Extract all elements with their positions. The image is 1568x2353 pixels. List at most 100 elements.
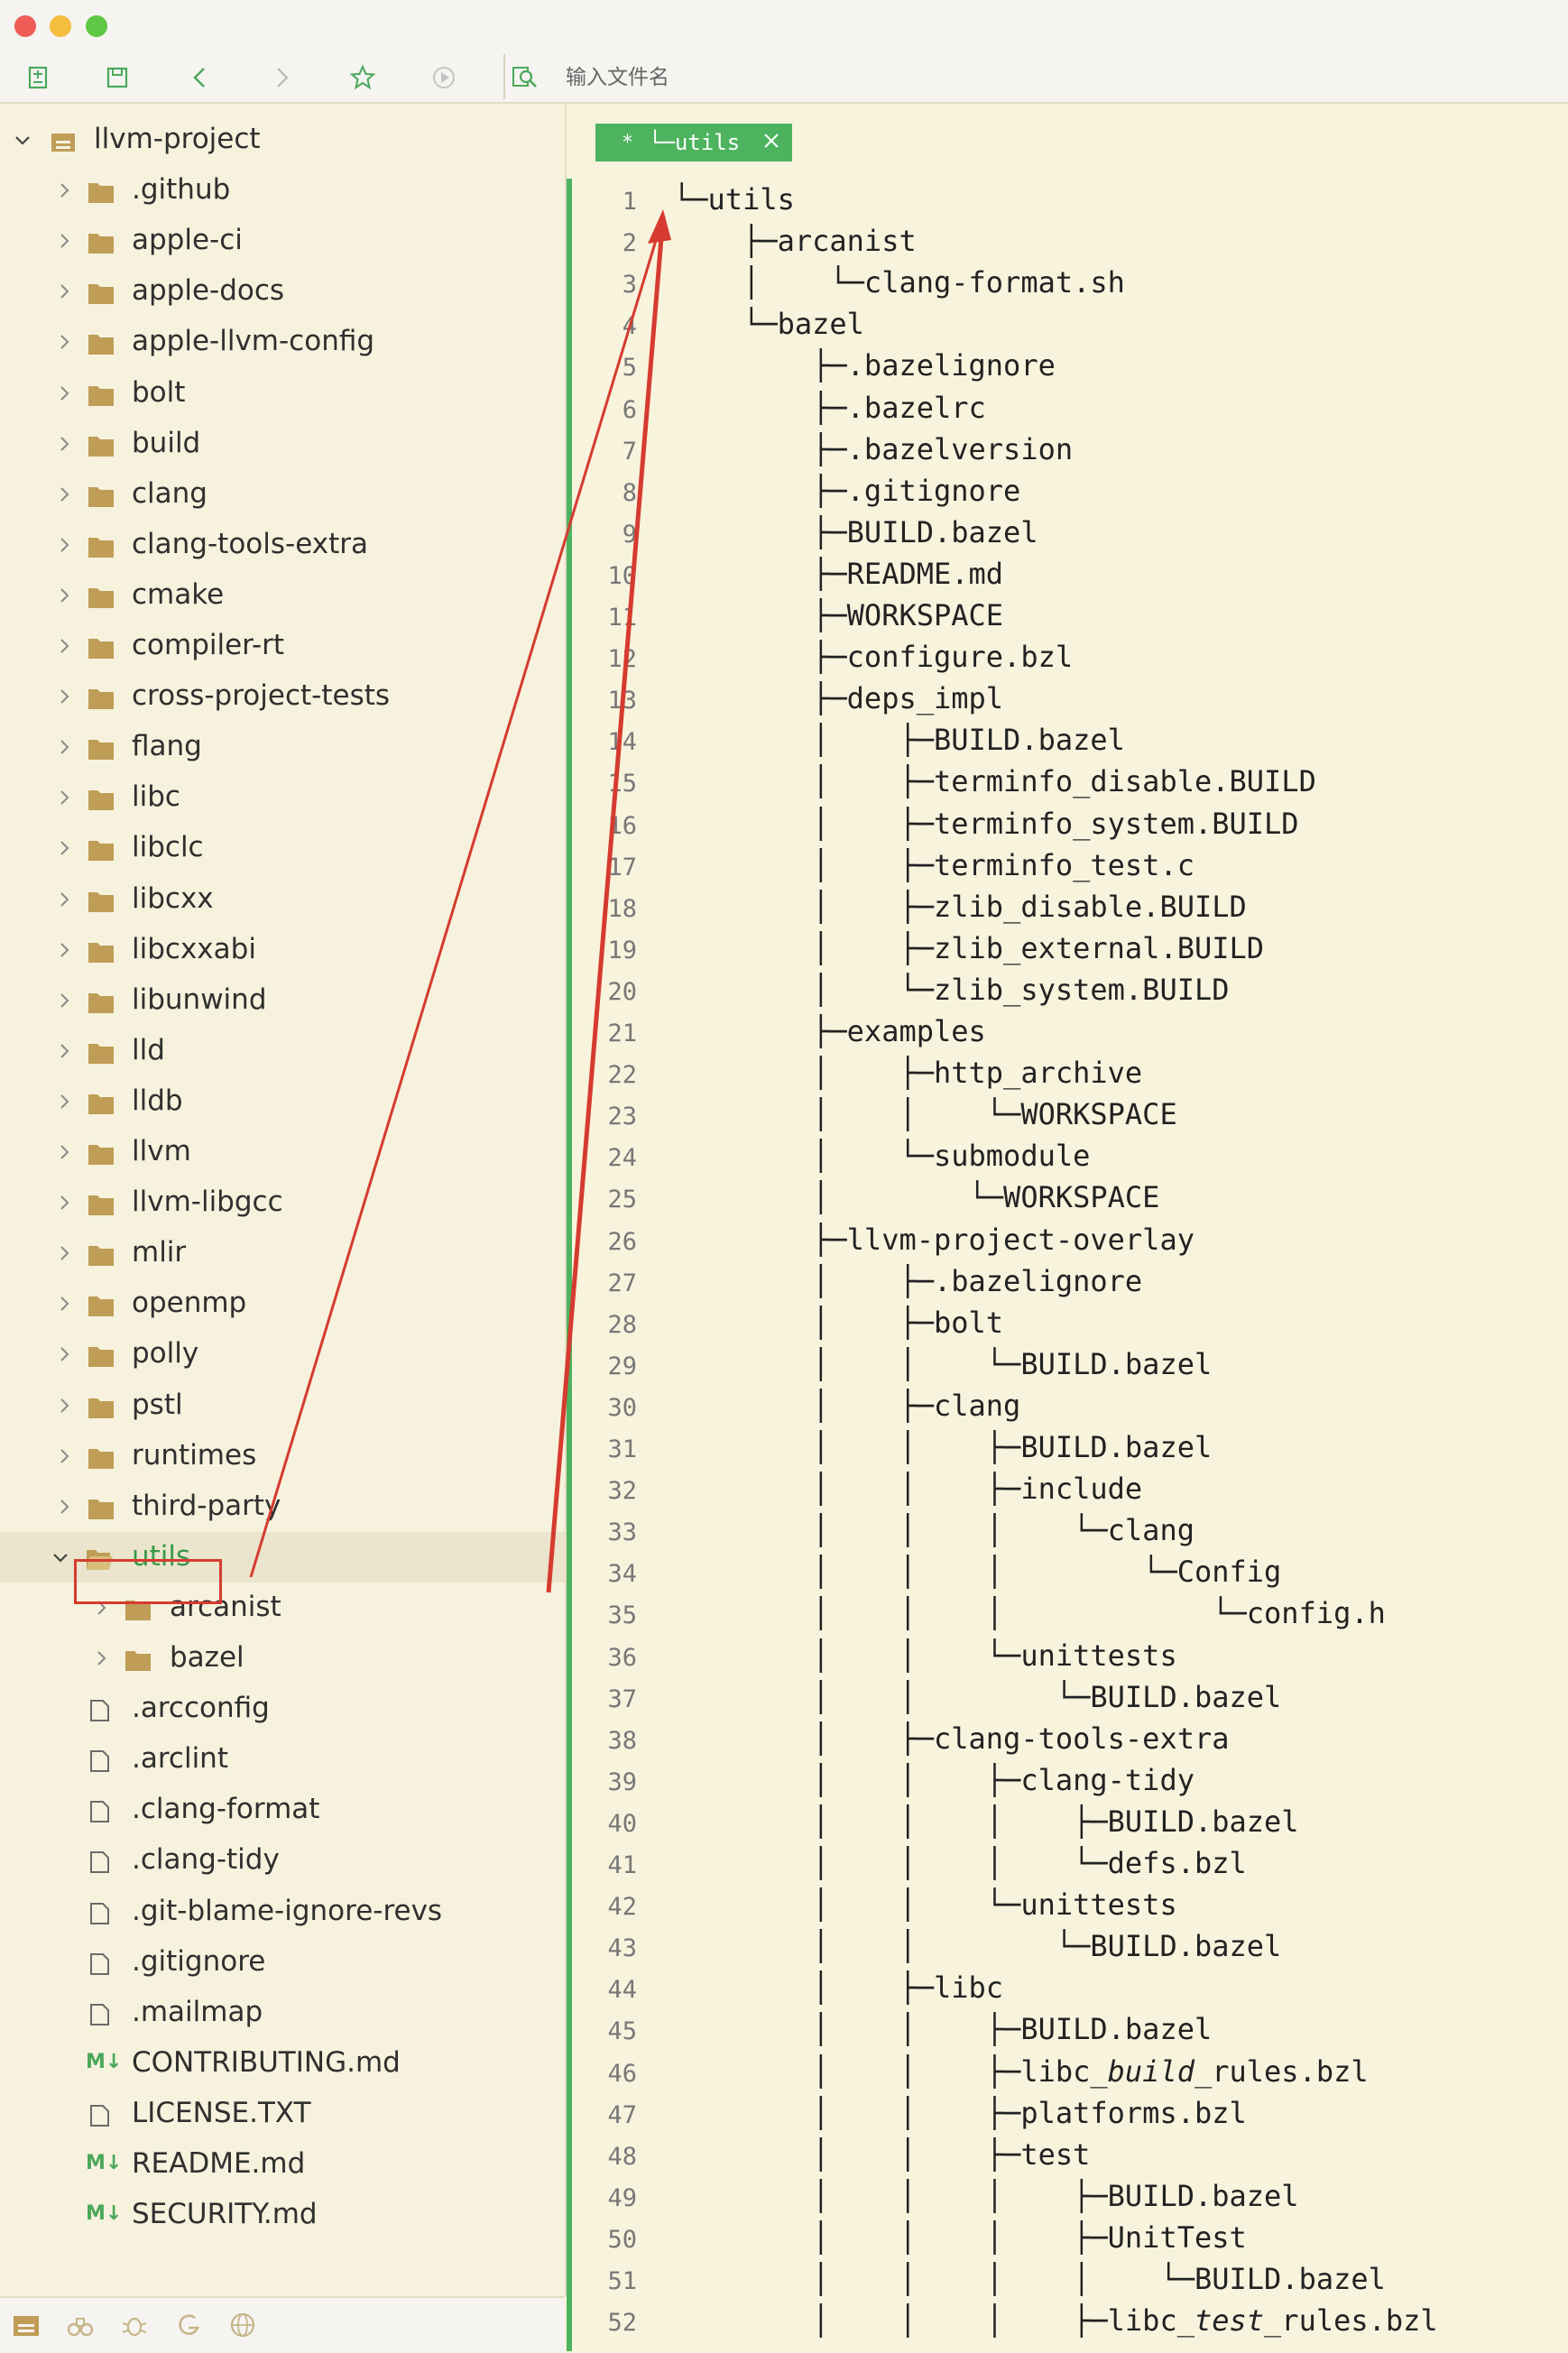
- tree-file-markdown[interactable]: M↓SECURITY.md: [0, 2190, 565, 2240]
- editor-pane[interactable]: * └─utils: [567, 104, 1568, 2351]
- chevron-right-icon[interactable]: [52, 1241, 76, 1265]
- code-line[interactable]: 29 │ │ └─BUILD.bazel: [577, 1343, 1561, 1385]
- tree-folder[interactable]: .github: [0, 165, 565, 216]
- tree-folder[interactable]: libclc: [0, 823, 565, 873]
- new-file-button[interactable]: [20, 60, 56, 96]
- chevron-right-icon[interactable]: [52, 1140, 76, 1164]
- tree-file[interactable]: .clang-format: [0, 1785, 565, 1835]
- tree-folder[interactable]: mlir: [0, 1228, 565, 1278]
- chevron-right-icon[interactable]: [52, 179, 76, 202]
- window-maximize-button[interactable]: [86, 15, 107, 37]
- file-search[interactable]: [510, 58, 1069, 97]
- code-line[interactable]: 43 │ │ └─BUILD.bazel: [577, 1925, 1561, 1967]
- chevron-right-icon[interactable]: [52, 786, 76, 809]
- preview-button[interactable]: [426, 60, 462, 96]
- search-tab[interactable]: [65, 2310, 96, 2340]
- tree-folder[interactable]: compiler-rt: [0, 621, 565, 671]
- tree-folder[interactable]: libc: [0, 772, 565, 823]
- web-tab[interactable]: [227, 2310, 258, 2340]
- tree-file[interactable]: .clang-tidy: [0, 1835, 565, 1886]
- code-line[interactable]: 45 │ │ ├─BUILD.bazel: [577, 2008, 1561, 2050]
- tree-file[interactable]: .mailmap: [0, 1988, 565, 2038]
- code-line[interactable]: 47 │ │ ├─platforms.bzl: [577, 2092, 1561, 2134]
- chevron-right-icon[interactable]: [52, 280, 76, 303]
- tree-folder[interactable]: lldb: [0, 1076, 565, 1127]
- code-line[interactable]: 8 ├─.gitignore: [577, 470, 1561, 512]
- chevron-right-icon[interactable]: [89, 1647, 113, 1670]
- tree-subfolder[interactable]: arcanist: [0, 1583, 565, 1633]
- code-line[interactable]: 46 │ │ ├─libc_build_rules.bzl: [577, 2051, 1561, 2092]
- code-line[interactable]: 28 │ ├─bolt: [577, 1302, 1561, 1343]
- tree-folder[interactable]: polly: [0, 1329, 565, 1380]
- code-line[interactable]: 13 ├─deps_impl: [577, 678, 1561, 719]
- tree-folder[interactable]: clang: [0, 469, 565, 520]
- tree-file-markdown[interactable]: M↓CONTRIBUTING.md: [0, 2038, 565, 2089]
- window-close-button[interactable]: [14, 15, 36, 37]
- tree-folder[interactable]: libunwind: [0, 975, 565, 1026]
- editor-tab-utils[interactable]: * └─utils: [595, 124, 792, 161]
- chevron-right-icon[interactable]: [52, 584, 76, 607]
- save-button[interactable]: [99, 60, 135, 96]
- code-line[interactable]: 21 ├─examples: [577, 1010, 1561, 1052]
- chevron-down-icon[interactable]: [49, 1546, 72, 1569]
- code-line[interactable]: 5 ├─.bazelignore: [577, 345, 1561, 386]
- code-line[interactable]: 11 ├─WORKSPACE: [577, 595, 1561, 636]
- code-line[interactable]: 51 │ │ │ │ └─BUILD.bazel: [577, 2258, 1561, 2300]
- code-line[interactable]: 30 │ ├─clang: [577, 1385, 1561, 1426]
- code-line[interactable]: 12 ├─configure.bzl: [577, 636, 1561, 678]
- tree-folder[interactable]: runtimes: [0, 1431, 565, 1481]
- chevron-down-icon[interactable]: [11, 128, 34, 152]
- code-line[interactable]: 23 │ │ └─WORKSPACE: [577, 1093, 1561, 1135]
- code-line[interactable]: 27 │ ├─.bazelignore: [577, 1260, 1561, 1302]
- chevron-right-icon[interactable]: [52, 1343, 76, 1366]
- chevron-right-icon[interactable]: [52, 1495, 76, 1518]
- favorite-button[interactable]: [345, 60, 381, 96]
- tree-folder[interactable]: openmp: [0, 1278, 565, 1329]
- chevron-right-icon[interactable]: [52, 1191, 76, 1214]
- tree-folder[interactable]: cross-project-tests: [0, 671, 565, 722]
- tree-file[interactable]: LICENSE.TXT: [0, 2089, 565, 2139]
- code-line[interactable]: 42 │ │ └─unittests: [577, 1884, 1561, 1925]
- code-line[interactable]: 32 │ │ ├─include: [577, 1468, 1561, 1509]
- code-line[interactable]: 44 │ ├─libc: [577, 1967, 1561, 2008]
- chevron-right-icon[interactable]: [52, 735, 76, 759]
- tree-file-markdown[interactable]: M↓README.md: [0, 2139, 565, 2190]
- code-line[interactable]: 22 │ ├─http_archive: [577, 1052, 1561, 1093]
- code-line[interactable]: 38 │ ├─clang-tools-extra: [577, 1718, 1561, 1759]
- chevron-right-icon[interactable]: [52, 229, 76, 253]
- tree-folder[interactable]: bolt: [0, 368, 565, 419]
- code-line[interactable]: 36 │ │ └─unittests: [577, 1635, 1561, 1676]
- tree-folder[interactable]: pstl: [0, 1380, 565, 1431]
- tree-folder[interactable]: apple-llvm-config: [0, 317, 565, 367]
- chevron-right-icon[interactable]: [52, 533, 76, 557]
- tree-file[interactable]: .arclint: [0, 1734, 565, 1785]
- code-line[interactable]: 18 │ ├─zlib_disable.BUILD: [577, 886, 1561, 927]
- code-line[interactable]: 34 │ │ │ └─Config: [577, 1551, 1561, 1592]
- code-line[interactable]: 49 │ │ │ ├─BUILD.bazel: [577, 2175, 1561, 2217]
- code-line[interactable]: 39 │ │ ├─clang-tidy: [577, 1759, 1561, 1801]
- code-line[interactable]: 7 ├─.bazelversion: [577, 429, 1561, 470]
- code-line[interactable]: 50 │ │ │ ├─UnitTest: [577, 2217, 1561, 2258]
- code-line[interactable]: 35 │ │ │ └─config.h: [577, 1592, 1561, 1634]
- code-line[interactable]: 15 │ ├─terminfo_disable.BUILD: [577, 761, 1561, 802]
- code-line[interactable]: 19 │ ├─zlib_external.BUILD: [577, 927, 1561, 969]
- chevron-right-icon[interactable]: [52, 989, 76, 1012]
- tree-file[interactable]: .git-blame-ignore-revs: [0, 1887, 565, 1937]
- chevron-right-icon[interactable]: [52, 1394, 76, 1417]
- chevron-right-icon[interactable]: [52, 1090, 76, 1113]
- tab-close-button[interactable]: [761, 131, 781, 151]
- code-line[interactable]: 25 │ └─WORKSPACE: [577, 1176, 1561, 1218]
- tree-folder[interactable]: build: [0, 419, 565, 469]
- forward-button[interactable]: [263, 60, 300, 96]
- code-line[interactable]: 37 │ │ └─BUILD.bazel: [577, 1676, 1561, 1718]
- code-line[interactable]: 33 │ │ │ └─clang: [577, 1509, 1561, 1551]
- tree-folder[interactable]: lld: [0, 1026, 565, 1076]
- tree-folder[interactable]: llvm: [0, 1127, 565, 1177]
- chevron-right-icon[interactable]: [52, 330, 76, 354]
- tree-subfolder[interactable]: bazel: [0, 1633, 565, 1684]
- tree-folder[interactable]: libcxxabi: [0, 925, 565, 975]
- tree-file[interactable]: .arcconfig: [0, 1684, 565, 1734]
- chevron-right-icon[interactable]: [52, 432, 76, 456]
- tree-folder[interactable]: flang: [0, 722, 565, 772]
- chevron-right-icon[interactable]: [52, 1444, 76, 1468]
